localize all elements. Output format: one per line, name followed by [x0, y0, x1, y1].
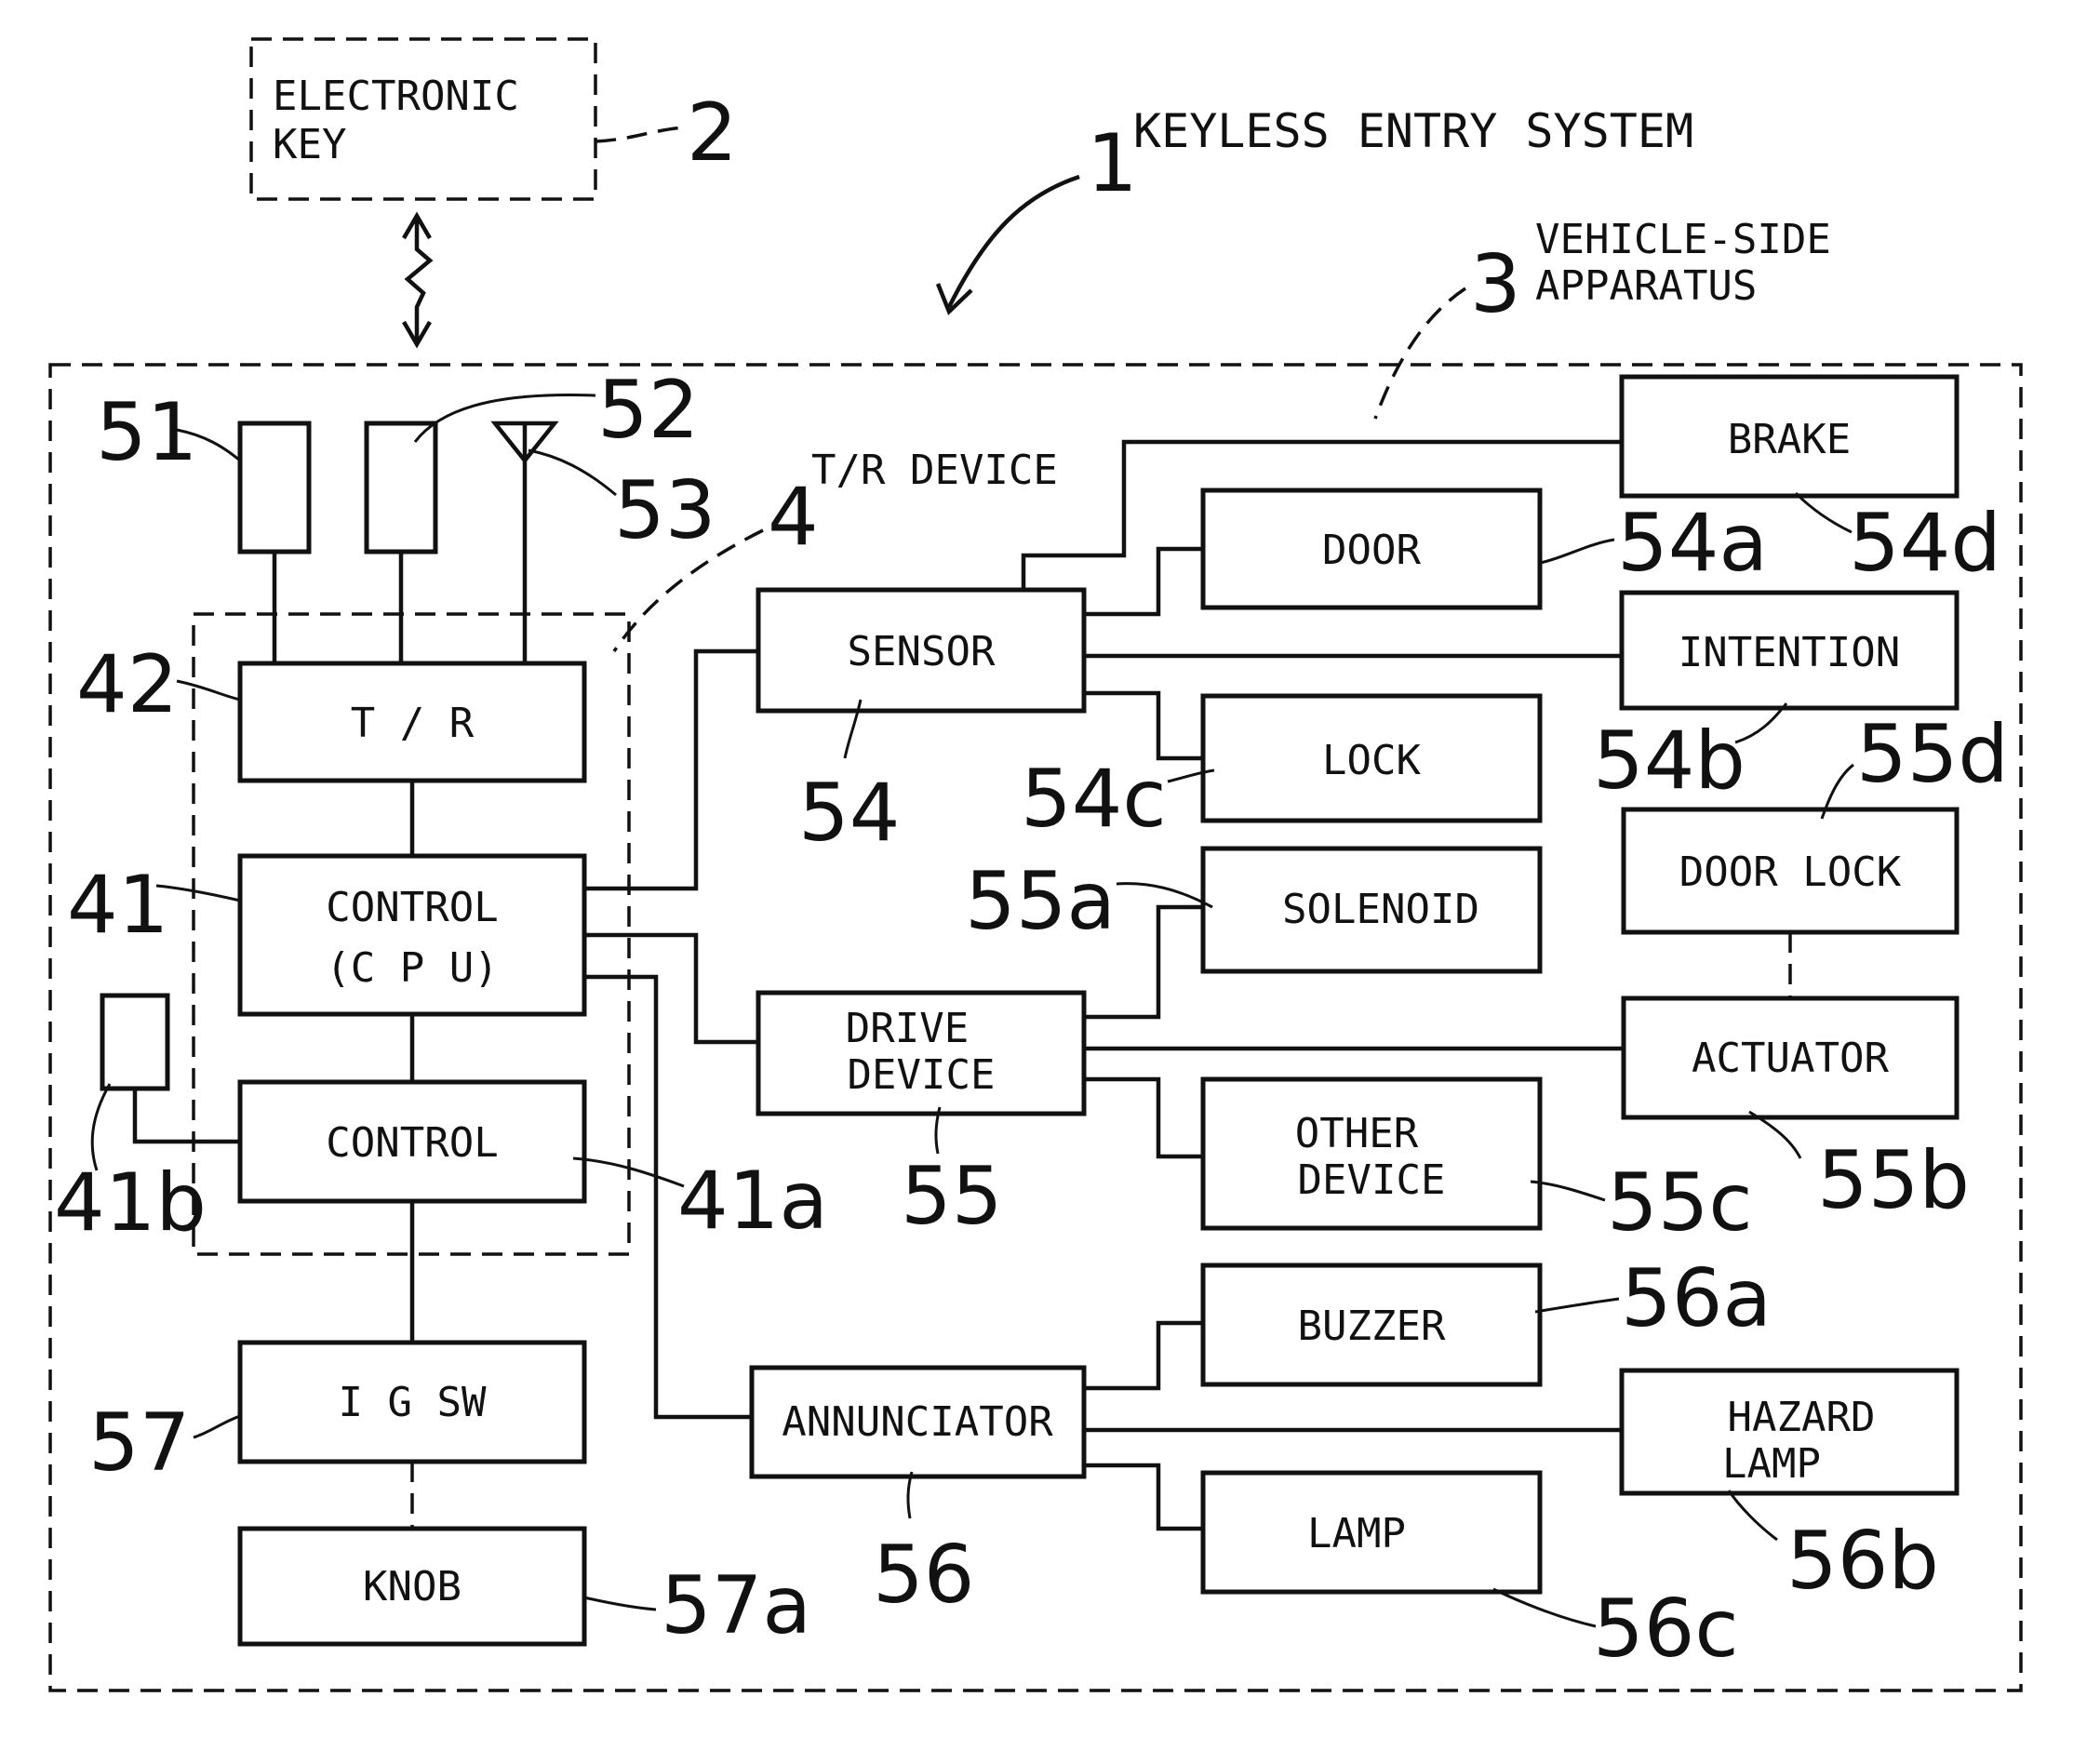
unit-52-box [367, 423, 435, 552]
electronic-key-label-line2: KEY [273, 121, 346, 168]
solenoid-label: SOLENOID [1282, 886, 1479, 933]
system-number: 1 [1087, 117, 1138, 210]
cpu-label-line2: (C P U) [326, 944, 498, 992]
buzzer-label: BUZZER [1298, 1303, 1446, 1350]
wire-cpu-sensor [584, 651, 758, 889]
hazard-lamp-block: HAZARD LAMP 56b [1622, 1370, 1957, 1608]
actuator-label: ACTUATOR [1692, 1035, 1889, 1082]
actuator-number: 55b [1817, 1134, 1970, 1227]
cpu-leader [156, 886, 240, 901]
knob-leader [584, 1597, 656, 1610]
buzzer-block: BUZZER 56a [1203, 1252, 1772, 1384]
wire-drive-other [1084, 1079, 1203, 1156]
unit-51-box [240, 423, 309, 552]
annunciator-number: 56 [873, 1529, 974, 1622]
ig-sw-leader [194, 1416, 240, 1437]
unit-41b: 41b [54, 996, 240, 1250]
unit-41b-number: 41b [54, 1156, 207, 1250]
tr-number: 42 [76, 638, 178, 731]
door-leader [1540, 540, 1614, 563]
unit-41b-box [102, 996, 167, 1089]
tr-device-label-text: T/R DEVICE [811, 447, 1058, 494]
wire-cpu-drive [584, 935, 758, 1042]
hazard-lamp-number: 56b [1786, 1515, 1939, 1608]
lamp-leader [1493, 1589, 1596, 1626]
tr-label: T / R [351, 700, 475, 747]
door-block: DOOR 54a [1203, 490, 1768, 608]
cpu-number: 41 [67, 859, 168, 952]
unit-51: 51 [96, 386, 309, 552]
lock-block: LOCK 54c [1021, 696, 1540, 846]
cpu-block: CONTROL (C P U) 41 [67, 856, 584, 1014]
system-title: KEYLESS ENTRY SYSTEM [1133, 104, 1693, 158]
electronic-key-block: ELECTRONIC KEY 2 [251, 39, 738, 199]
brake-number: 54d [1849, 497, 2001, 590]
ig-sw-label: I G SW [339, 1379, 487, 1426]
lamp-block: LAMP 56c [1203, 1473, 1739, 1676]
solenoid-leader [1117, 884, 1212, 907]
wire-ann-lamp [1084, 1465, 1203, 1529]
hazard-lamp-label-line1: HAZARD [1728, 1394, 1876, 1441]
door-lock-label: DOOR LOCK [1679, 849, 1902, 896]
hazard-lamp-label-line2: LAMP [1722, 1440, 1821, 1488]
knob-block: KNOB 57a [240, 1529, 811, 1652]
wireless-link [404, 216, 430, 344]
buzzer-leader [1535, 1299, 1619, 1312]
ig-sw-number: 57 [88, 1396, 190, 1490]
vehicle-side-label-line1: VEHICLE-SIDE [1535, 216, 1831, 263]
lamp-number: 56c [1593, 1583, 1739, 1676]
electronic-key-leader [595, 127, 684, 141]
door-lock-number: 55d [1856, 708, 2009, 801]
vehicle-side-number: 3 [1470, 238, 1521, 331]
tr-leader [177, 681, 240, 700]
hazard-lamp-leader [1729, 1490, 1777, 1540]
electronic-key-number: 2 [687, 87, 738, 180]
antenna-53: 53 [495, 423, 716, 663]
solenoid-number: 55a [965, 855, 1116, 948]
cpu-label-line1: CONTROL [326, 884, 498, 931]
wire-41b-control [135, 1089, 240, 1142]
sensor-label: SENSOR [848, 628, 996, 675]
lock-number: 54c [1021, 753, 1167, 846]
drive-device-label-line1: DRIVE [846, 1005, 969, 1052]
system-arrow-line [949, 177, 1079, 307]
wire-sensor-lock [1084, 693, 1203, 758]
drive-device-number: 55 [901, 1150, 1002, 1243]
solenoid-block: SOLENOID 55a [965, 849, 1540, 971]
control-number: 41a [677, 1155, 828, 1248]
knob-label: KNOB [363, 1563, 461, 1610]
control-label: CONTROL [326, 1119, 498, 1167]
knob-number: 57a [661, 1559, 811, 1652]
lamp-label: LAMP [1307, 1510, 1406, 1557]
antenna-53-number: 53 [614, 464, 716, 557]
intention-label: INTENTION [1679, 629, 1900, 676]
annunciator-label: ANNUNCIATOR [782, 1398, 1053, 1446]
door-label: DOOR [1322, 527, 1421, 574]
brake-label: BRAKE [1728, 416, 1851, 463]
unit-51-number: 51 [96, 386, 197, 479]
lock-label: LOCK [1322, 737, 1421, 784]
wire-sensor-door [1084, 549, 1203, 614]
intention-number: 54b [1593, 715, 1746, 808]
wire-ann-buzzer [1084, 1323, 1203, 1388]
door-number: 54a [1617, 497, 1768, 590]
drive-device-label-line2: DEVICE [848, 1051, 996, 1099]
electronic-key-label-line1: ELECTRONIC [273, 73, 519, 120]
other-device-number: 55c [1607, 1156, 1753, 1250]
ig-sw-block: I G SW 57 [88, 1343, 584, 1490]
tr-block: T / R 42 [76, 638, 584, 781]
brake-leader [1796, 493, 1852, 532]
control-block: CONTROL 41a [240, 1082, 828, 1248]
sensor-number: 54 [798, 767, 900, 860]
buzzer-number: 56a [1621, 1252, 1772, 1345]
other-device-label-line1: OTHER [1295, 1110, 1419, 1157]
vehicle-side-label-line2: APPARATUS [1535, 262, 1757, 310]
unit-52-number: 52 [597, 364, 699, 457]
tr-device-number: 4 [768, 471, 819, 564]
antenna-53-leader [528, 450, 616, 495]
vehicle-side-leader [1375, 288, 1465, 419]
other-device-label-line2: DEVICE [1298, 1156, 1446, 1204]
